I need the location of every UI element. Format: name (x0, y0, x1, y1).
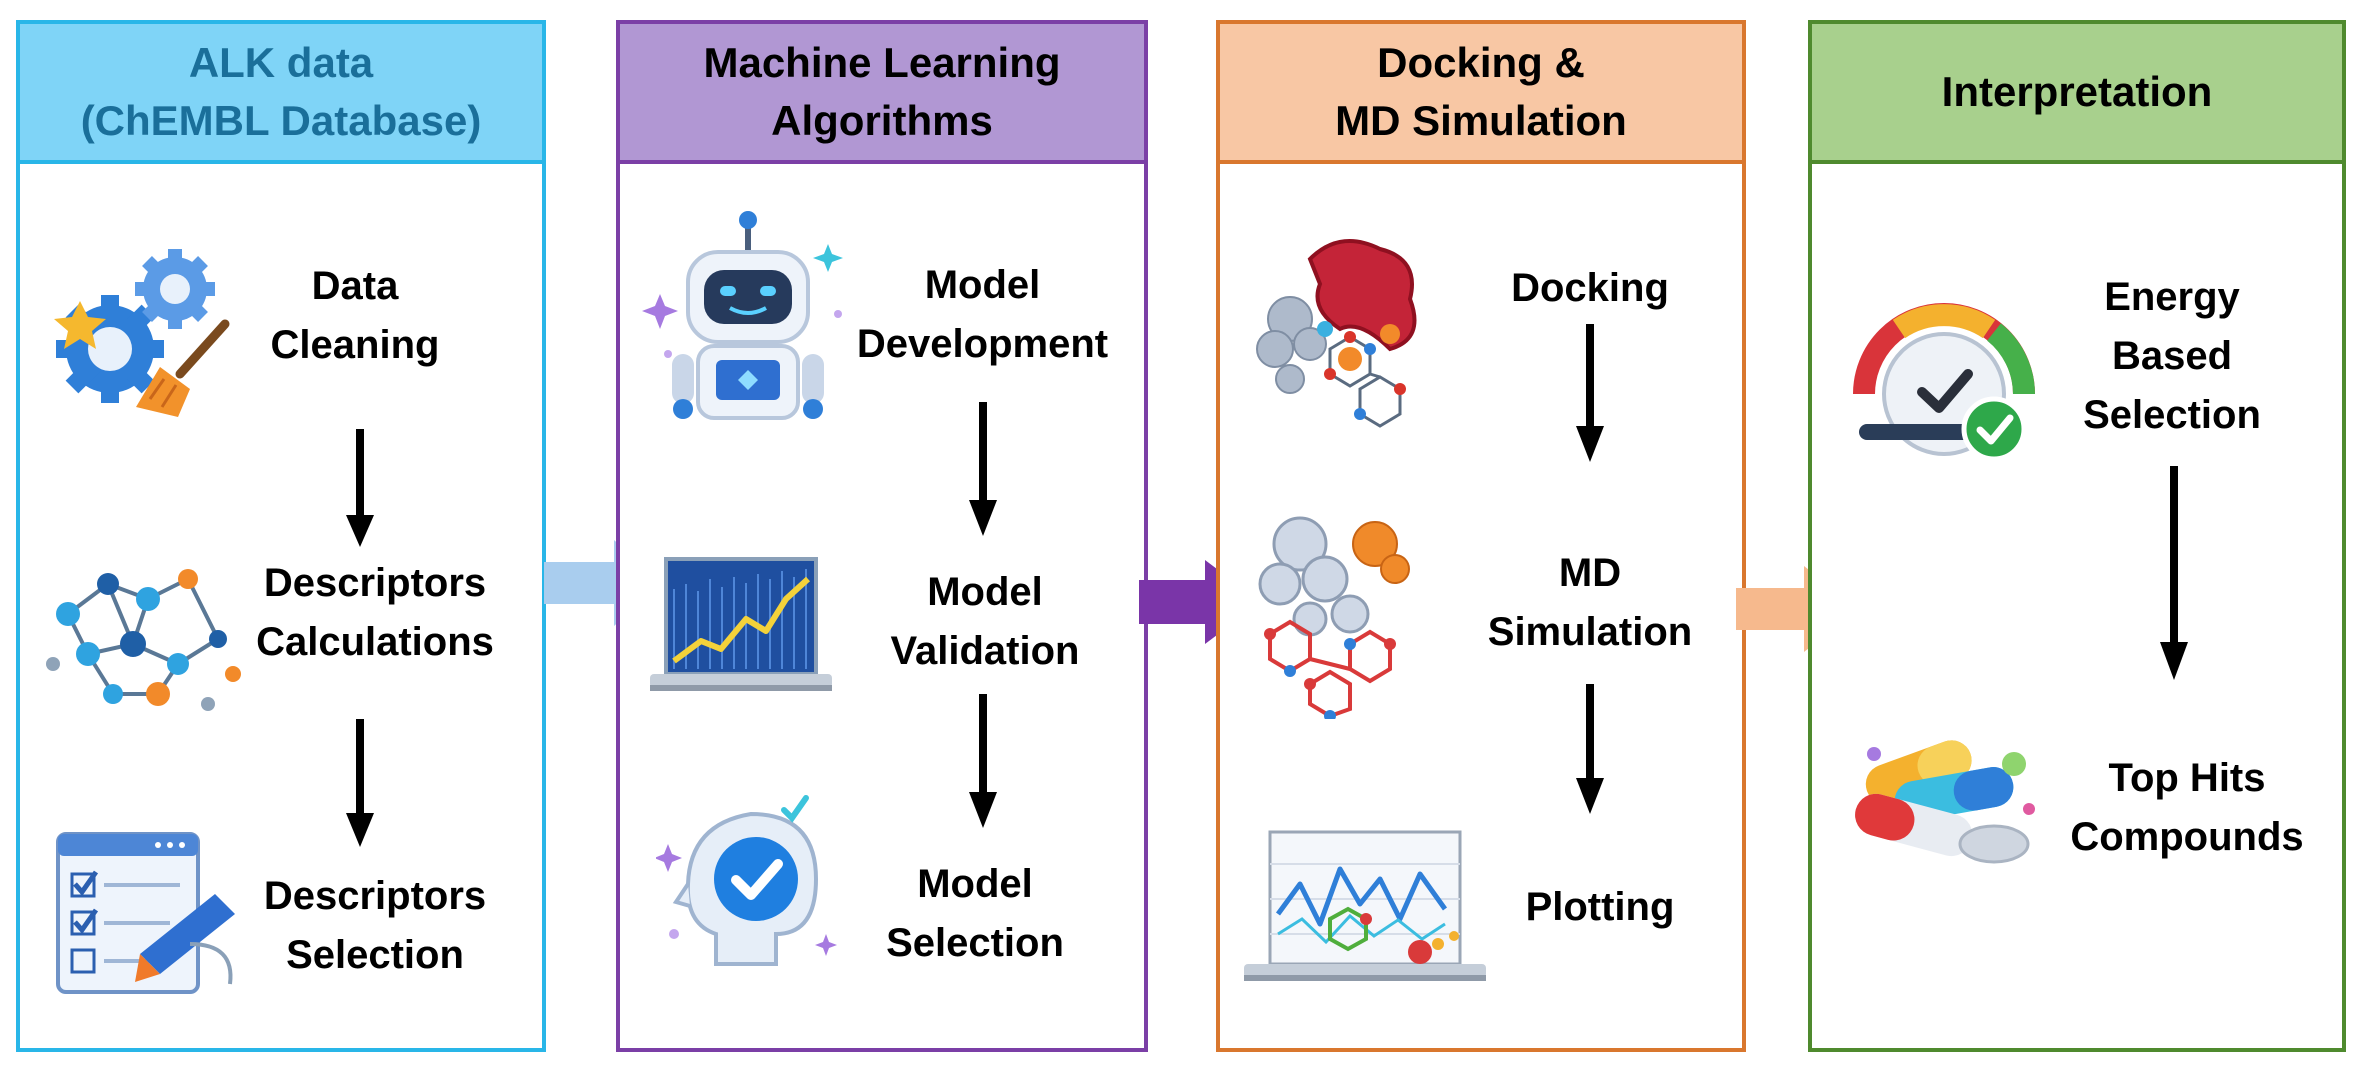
column-docking-md: Docking & MD Simulation Docking (1216, 20, 1746, 1052)
header-line: Interpretation (1941, 68, 2213, 115)
pills-icon (1855, 740, 2035, 864)
down-arrow (2160, 466, 2188, 680)
step-label: Plotting (1525, 885, 1675, 929)
down-arrow (969, 402, 997, 536)
header-line: MD Simulation (1335, 97, 1627, 144)
down-arrow (1576, 684, 1604, 814)
robot-icon (642, 211, 843, 420)
column-header: Docking & MD Simulation (1220, 24, 1742, 164)
gears-broom-icon (54, 249, 230, 417)
header-line: Docking & (1377, 39, 1585, 86)
md-molecule-icon (1258, 516, 1410, 719)
down-arrow (1576, 324, 1604, 462)
gauge-check-icon (1853, 303, 2035, 462)
column-header: Interpretation (1812, 24, 2342, 164)
down-arrow (969, 694, 997, 828)
column-header: ALK data (ChEMBL Database) (20, 24, 542, 164)
step-label: Docking (1511, 266, 1669, 310)
laptop-chart-icon (650, 557, 832, 691)
down-arrow (346, 719, 374, 847)
head-check-icon (656, 795, 837, 966)
header-line: ALK data (188, 39, 374, 86)
plot-laptop-icon (1244, 830, 1486, 981)
header-line: Algorithms (771, 97, 993, 144)
protein-ligand-icon (1256, 239, 1417, 428)
molecule-network-icon (46, 569, 241, 711)
down-arrow (346, 429, 374, 547)
header-line: (ChEMBL Database) (80, 97, 482, 144)
checklist-pen-icon (56, 832, 235, 994)
header-line: Machine Learning (703, 39, 1061, 86)
